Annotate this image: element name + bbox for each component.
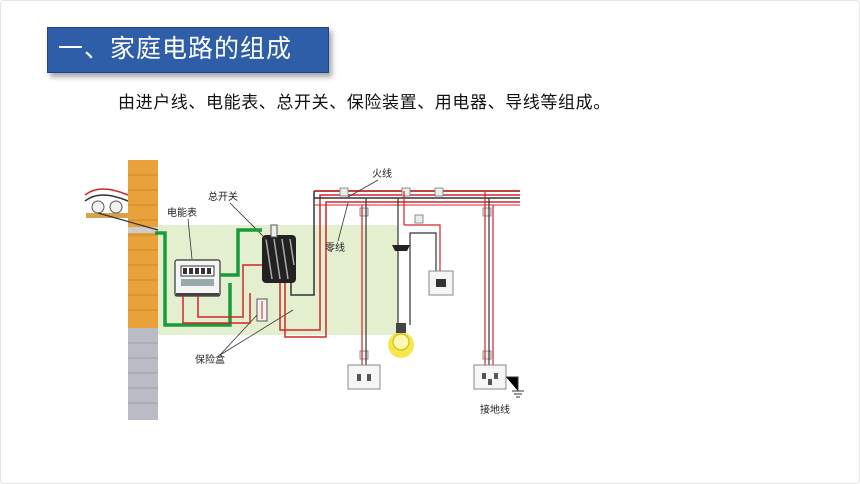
wall-switch	[428, 270, 454, 296]
red-wiring	[182, 194, 520, 338]
fuse-box-label: 保险盒	[195, 353, 225, 366]
energy-meter	[174, 259, 221, 297]
green-wiring	[155, 228, 262, 327]
slide-title: 一、家庭电路的组成	[58, 34, 293, 63]
main-switch-label: 总开关	[208, 190, 238, 203]
junction-boxes	[339, 187, 492, 360]
neutral-wire-label: 零线	[325, 241, 345, 254]
outlet-branch	[361, 198, 367, 365]
outlet-2	[473, 364, 507, 390]
meter-label: 电能表	[167, 206, 197, 219]
ground-symbol	[506, 376, 524, 398]
wall	[128, 160, 158, 420]
live-wire-label: 火线	[372, 167, 392, 180]
lamp-branch	[397, 191, 441, 325]
outlet-1	[347, 364, 381, 390]
ceiling-rose	[392, 245, 410, 251]
title-banner: 一、家庭电路的组成	[47, 27, 329, 73]
service-entrance	[84, 188, 159, 233]
household-circuit-diagram: 电能表 总开关 保险盒 火线 零线	[84, 160, 524, 420]
ground-wire-label: 接地线	[480, 403, 510, 416]
fuse-box	[256, 298, 268, 322]
main-switch	[262, 224, 296, 283]
body-paragraph: 由进户线、电能表、总开关、保险装置、用电器、导线等组成。	[118, 93, 611, 113]
light-bulb	[388, 323, 414, 358]
grounded-branch	[484, 191, 494, 365]
